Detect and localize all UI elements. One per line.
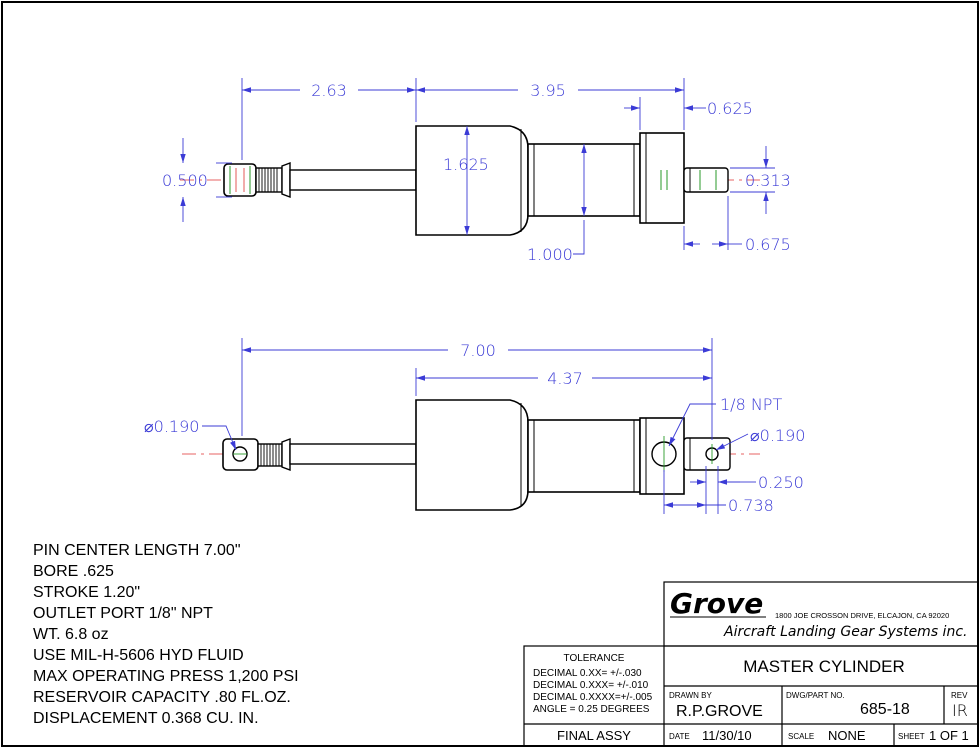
spec-line: PIN CENTER LENGTH 7.00" [33, 542, 241, 559]
side-rod [289, 443, 417, 465]
tolerance-line: ANGLE = 0.25 DEGREES [533, 704, 650, 715]
sheet-value: 1 OF 1 [929, 728, 969, 743]
top-thread [255, 167, 283, 193]
company-name: Aircraft Landing Gear Systems inc. [723, 624, 967, 640]
part-no-label: DWG/PART NO. [786, 691, 845, 700]
drawn-by-value: R.P.GROVE [676, 703, 763, 720]
dim-dia-0-190-left: ⌀0.190 [144, 417, 199, 436]
company-logo: Grove [670, 587, 763, 620]
top-view: 2.63 3.95 0.625 0.500 1.625 0.313 1.000 … [162, 78, 791, 264]
date-value: 11/30/10 [702, 728, 752, 743]
scale-value: NONE [828, 728, 866, 743]
drawing-title: MASTER CYLINDER [743, 657, 905, 676]
dim-1-8-npt: 1/8 NPT [720, 395, 782, 414]
drawn-by-label: DRAWN BY [669, 691, 712, 700]
date-label: DATE [669, 732, 690, 741]
side-thread [257, 443, 283, 467]
top-rod [289, 169, 417, 191]
spec-line: MAX OPERATING PRESS 1,200 PSI [33, 668, 299, 685]
spec-line: DISPLACEMENT 0.368 CU. IN. [33, 710, 259, 727]
spec-line: WT. 6.8 oz [33, 626, 109, 643]
final-assy: FINAL ASSY [557, 728, 631, 743]
part-no-value: 685-18 [860, 701, 910, 718]
sheet-label: SHEET [898, 732, 925, 741]
spec-line: OUTLET PORT 1/8" NPT [33, 605, 213, 622]
tolerance-title: TOLERANCE [564, 653, 625, 664]
spec-line: RESERVOIR CAPACITY .80 FL.OZ. [33, 689, 291, 706]
spec-line: USE MIL-H-5606 HYD FLUID [33, 647, 244, 664]
title-block [523, 581, 979, 747]
dim-0-625: 0.625 [707, 99, 753, 118]
rev-label: REV [951, 691, 968, 700]
dim-4-37: 4.37 [547, 369, 583, 388]
spec-notes: PIN CENTER LENGTH 7.00" BORE .625 STROKE… [33, 542, 299, 727]
spec-line: STROKE 1.20" [33, 584, 140, 601]
side-reservoir [415, 399, 529, 511]
side-barrel [527, 419, 641, 493]
top-clevis-end [223, 163, 257, 197]
dim-3-95: 3.95 [530, 81, 566, 100]
rev-value: IR [952, 701, 968, 720]
dim-0-313: 0.313 [745, 171, 791, 190]
side-view: 7.00 4.37 1/8 NPT ⌀0.190 ⌀0.190 0.250 0.… [144, 338, 805, 515]
tolerance-line: DECIMAL 0.XXX= +/-.010 [533, 680, 649, 691]
dim-7-00: 7.00 [460, 341, 496, 360]
dim-0-500: 0.500 [162, 171, 208, 190]
dim-dia-0-190-right: ⌀0.190 [750, 426, 805, 445]
company-address: 1800 JOE CROSSON DRIVE, ELCAJON, CA 9202… [775, 611, 949, 620]
dim-0-675: 0.675 [745, 235, 791, 254]
scale-label: SCALE [788, 732, 814, 741]
dim-1-625: 1.625 [443, 155, 489, 174]
spec-line: BORE .625 [33, 563, 114, 580]
tolerance-line: DECIMAL 0.XXXX=+/-.005 [533, 692, 653, 703]
top-end-block [639, 132, 685, 224]
dim-1-000: 1.000 [527, 245, 573, 264]
dim-0-250: 0.250 [758, 473, 804, 492]
top-tang [683, 167, 729, 193]
dim-2-63: 2.63 [311, 81, 347, 100]
top-reservoir [415, 125, 529, 236]
dim-0-738: 0.738 [728, 496, 774, 515]
tolerance-line: DECIMAL 0.XX= +/-.030 [533, 668, 642, 679]
